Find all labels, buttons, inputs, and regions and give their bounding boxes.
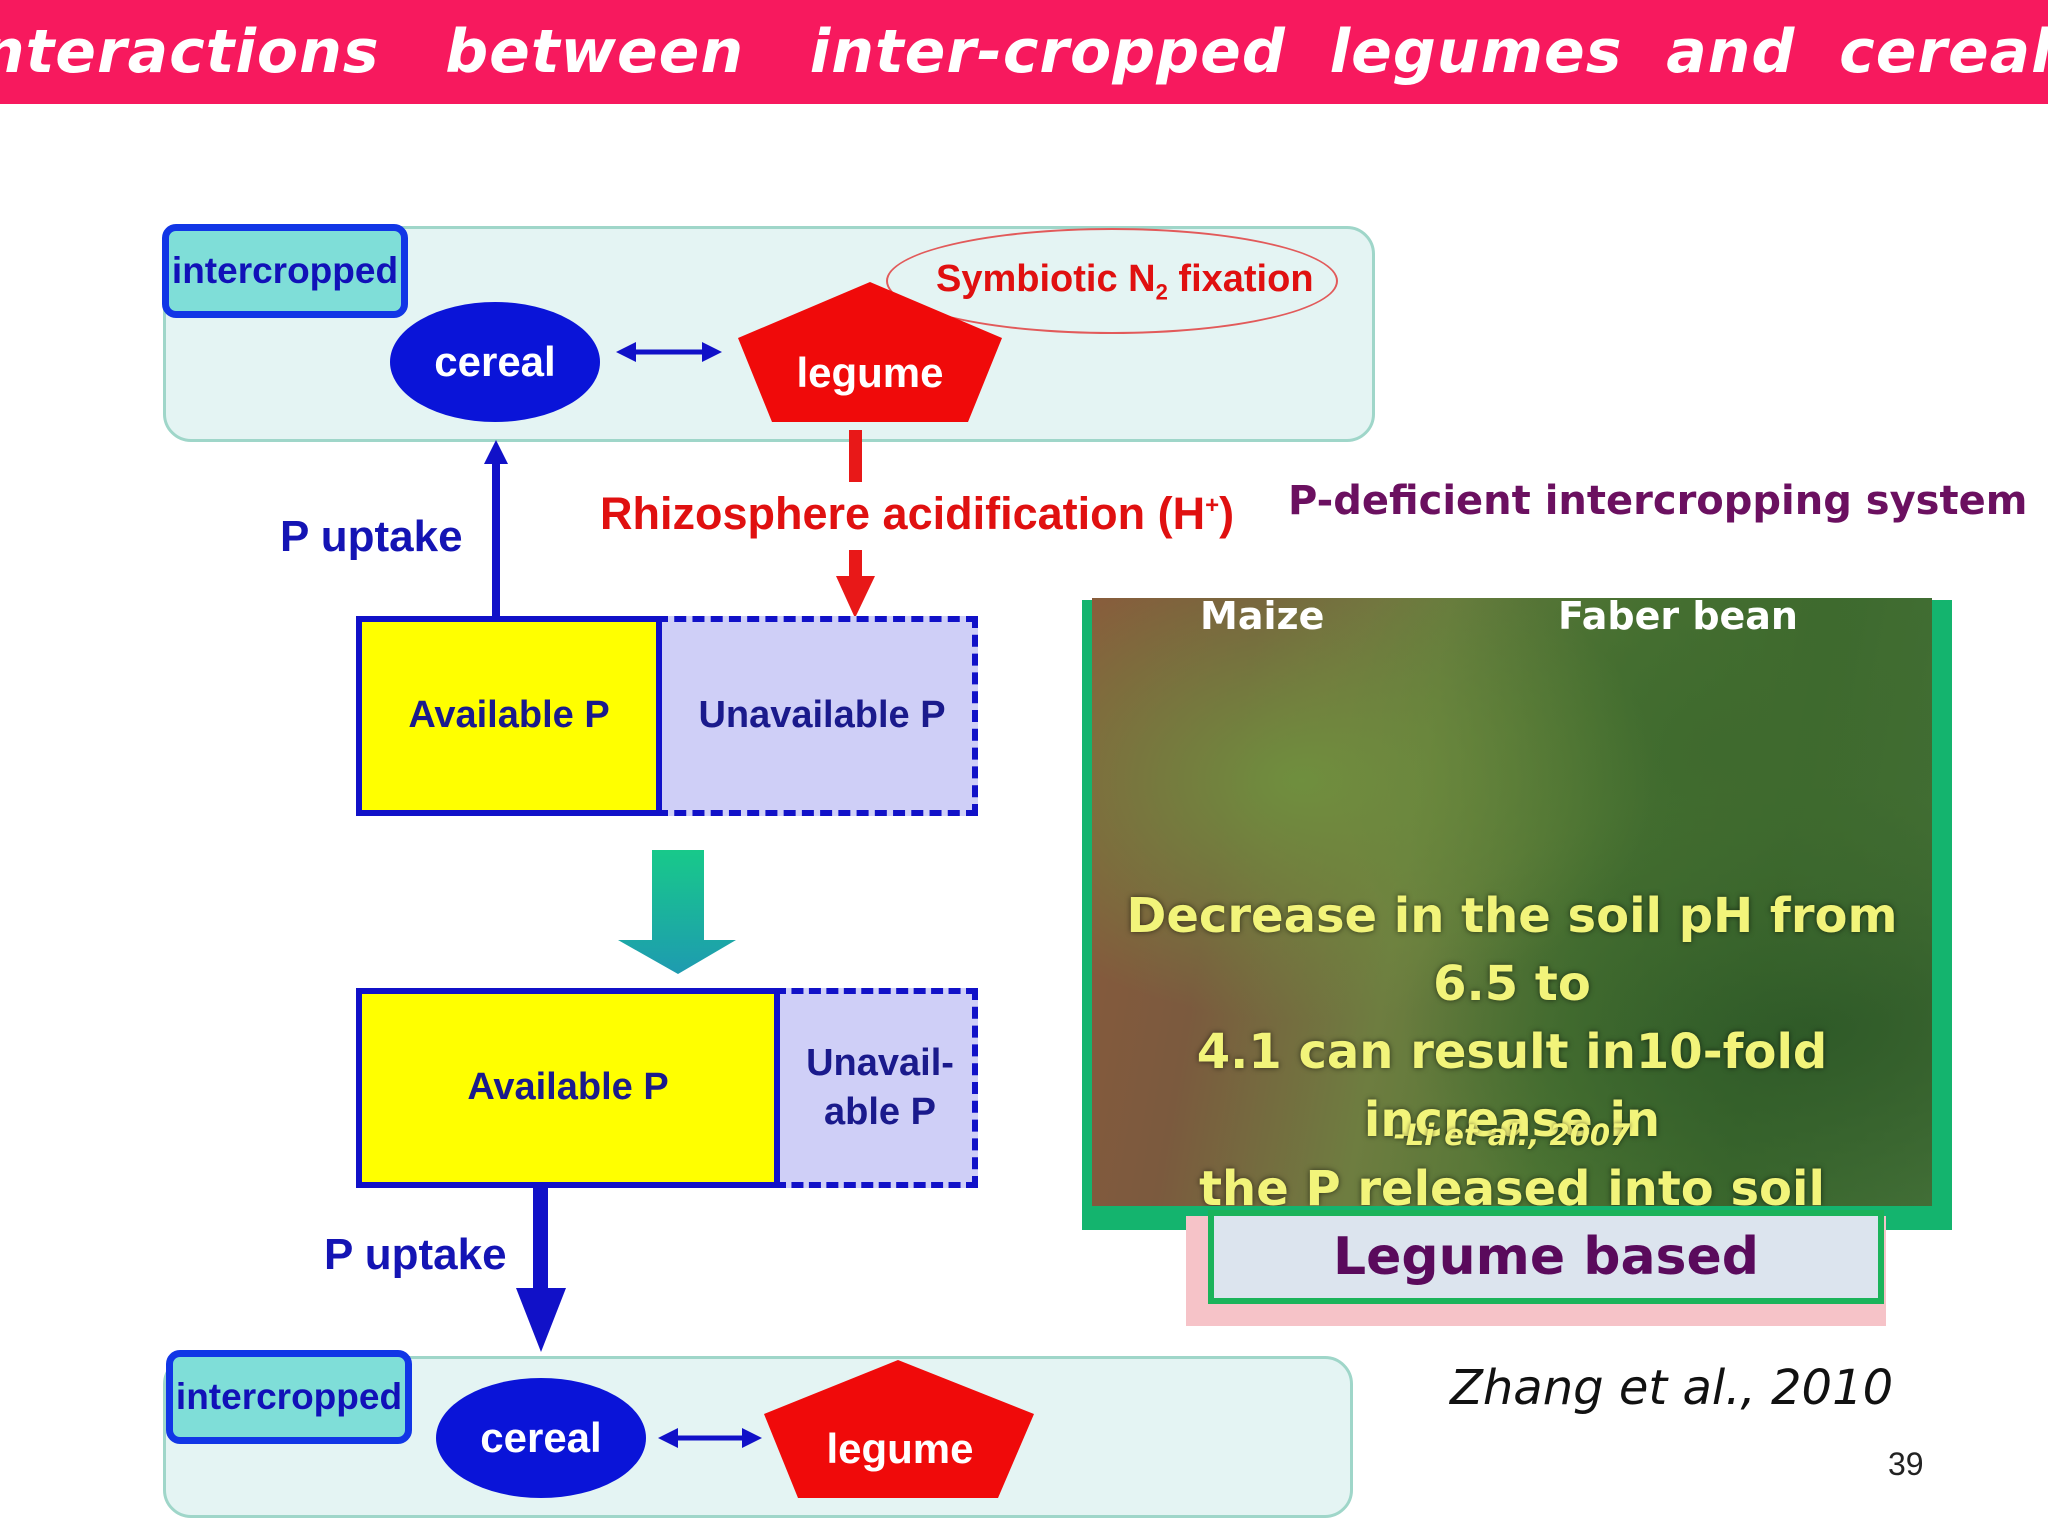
page-number: 39 [1888,1446,1924,1482]
photo-text-line3: the P released into soil solution [1199,1160,1825,1206]
top-intercropped-tag: intercropped [162,224,408,318]
p-uptake-top-label: P uptake [280,512,463,561]
top-cereal-label: cereal [434,338,556,385]
photo-overlay-text: Decrease in the soil pH from 6.5 to 4.1 … [1092,882,1932,1206]
lower-unavailable-box [774,988,978,1188]
p-uptake-bottom-label: P uptake [324,1230,507,1279]
lower-unavailable-line2: able P [824,1091,936,1133]
photo-text-line1: Decrease in the soil pH from 6.5 to [1126,888,1898,1013]
reference-citation: Zhang et al., 2010 [1450,1360,1894,1416]
upper-available-label: Available P [408,694,610,737]
upper-unavailable-label: Unavailable P [698,694,946,737]
lower-unavailable-label: Unavail- able P [782,988,978,1188]
photo-citation: -Li et al., 2007 [1393,1118,1631,1152]
slide-title: Interactions between inter-cropped legum… [0,17,2048,87]
p-uptake-down-arrow [516,1188,566,1352]
legume-based-caption: Legume based [1208,1210,1884,1304]
bottom-legume-pentagon [764,1360,1034,1498]
p-uptake-up-arrow [484,440,508,618]
crop-photo: Maize Faber bean Decrease in the soil pH… [1092,598,1932,1206]
teal-down-arrow [618,850,736,974]
lower-available-label: Available P [467,1066,669,1109]
photo-label-maize: Maize [1200,598,1325,638]
top-interaction-arrow [616,342,722,362]
fixation-ellipse [886,228,1338,334]
bottom-intercropped-tag: intercropped [166,1350,412,1444]
fixation-label: Symbiotic N2 fixation [936,258,1314,305]
title-bar [0,0,2048,104]
top-legume-pentagon [738,282,1002,422]
bottom-legume-label: legume [826,1425,974,1472]
photo-label-faber-bean: Faber bean [1558,598,1798,638]
upper-available-box [356,616,662,816]
bottom-cereal-oval [436,1378,646,1498]
top-cereal-oval [390,302,600,422]
bottom-cereal-label: cereal [480,1414,602,1461]
lower-unavailable-line1: Unavail- [806,1041,954,1084]
rhizosphere-label: Rhizosphere acidification (H+) [600,488,1235,539]
photo-text-line2: 4.1 can result in10-fold increase in [1196,1024,1828,1149]
bottom-interaction-arrow [658,1428,762,1448]
top-legume-label: legume [796,349,944,396]
right-heading: P-deficient intercropping system [1288,478,2028,524]
acidification-arrow [836,430,875,618]
lower-available-box [356,988,780,1188]
